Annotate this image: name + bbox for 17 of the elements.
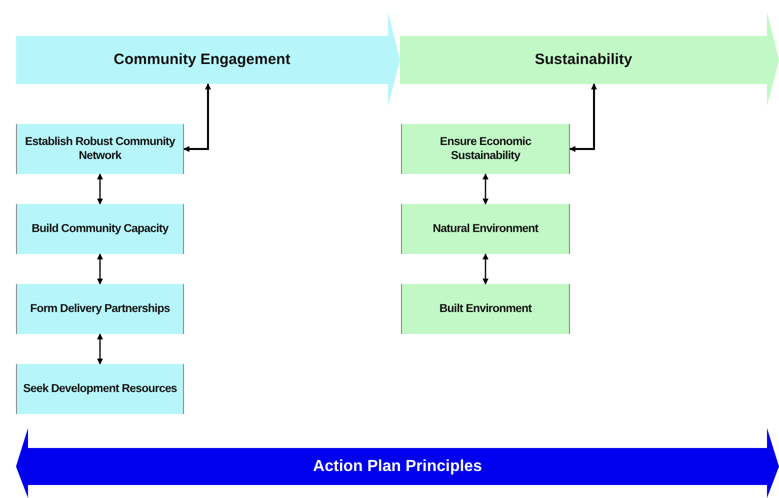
double-arrow	[97, 333, 103, 365]
double-arrow	[482, 253, 488, 285]
double-arrow	[97, 173, 103, 205]
process-box: Built Environment	[401, 284, 570, 334]
process-box: Natural Environment	[401, 204, 570, 254]
band-label: Action Plan Principles	[312, 456, 483, 476]
double-arrow	[569, 83, 597, 152]
process-box: Form Delivery Partnerships	[16, 284, 184, 334]
process-box: Build Community Capacity	[16, 204, 184, 254]
double-arrow	[183, 83, 211, 152]
double-arrow	[97, 253, 103, 285]
double-arrow	[482, 173, 488, 205]
process-box: Seek Development Resources	[16, 364, 184, 414]
band-label: Community Engagement	[112, 50, 292, 70]
process-box: Establish Robust Community Network	[16, 124, 184, 174]
band-label: Sustainability	[534, 50, 634, 70]
process-box: Ensure Economic Sustainability	[401, 124, 570, 174]
